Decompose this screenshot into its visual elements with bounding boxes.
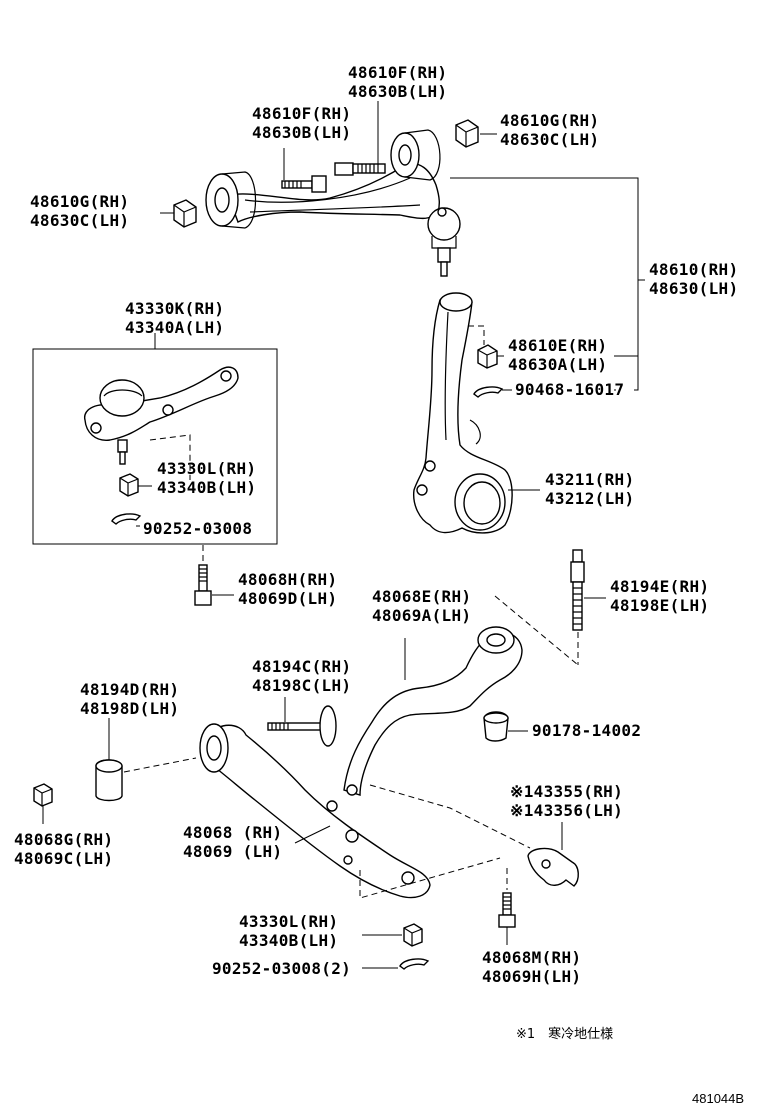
- part-number-48069H: 48069H(LH): [482, 967, 581, 986]
- label-strut-arm: 48068E(RH) 48069A(LH): [372, 587, 471, 625]
- part-number-43340A: 43340A(LH): [125, 318, 224, 337]
- upper-arm-bolt-outer[interactable]: [281, 175, 327, 193]
- label-lower-bolt-bottom: 48068M(RH) 48069H(LH): [482, 948, 581, 986]
- part-number-48198E: 48198E(LH): [610, 596, 709, 615]
- lower-control-arm[interactable]: [199, 723, 431, 899]
- part-number-48194C: 48194C(RH): [252, 657, 351, 676]
- label-upper-arm-assy: 48610(RH) 48630(LH): [649, 260, 738, 298]
- part-number-48068E: 48068E(RH): [372, 587, 471, 606]
- part-number-43330L-lower: 43330L(RH): [239, 912, 338, 931]
- part-number-90252-03008-2: 90252-03008(2): [212, 959, 351, 978]
- label-upper-arm-nut-right: 48610G(RH) 48630C(LH): [500, 111, 599, 149]
- part-number-48630C-left: 48630C(LH): [30, 211, 129, 230]
- strut-arm[interactable]: [343, 626, 523, 796]
- figure-id: 481044B: [692, 1091, 744, 1106]
- part-number-90252-03008: 90252-03008: [143, 519, 252, 538]
- label-lower-arm: 48068 (RH) 48069 (LH): [183, 823, 282, 861]
- label-bushing-washer: 48194D(RH) 48198D(LH): [80, 680, 179, 718]
- lower-ball-pin[interactable]: [399, 958, 430, 970]
- part-number-43356: ※143356(LH): [510, 801, 623, 820]
- part-number-48630B-outer: 48630B(LH): [348, 82, 447, 101]
- part-number-48069: 48069 (LH): [183, 842, 282, 861]
- lower-ball-joint[interactable]: [84, 366, 239, 465]
- upper-ball-nut[interactable]: [477, 344, 498, 369]
- ball-joint-pin[interactable]: [111, 513, 142, 525]
- label-bracket: ※143355(RH) ※143356(LH): [510, 782, 623, 820]
- part-number-90178-14002: 90178-14002: [532, 721, 641, 740]
- upper-arm-nut-right[interactable]: [455, 119, 479, 148]
- upper-arm-bolt-inner[interactable]: [334, 162, 386, 176]
- small-nut[interactable]: [33, 783, 53, 807]
- part-number-48068: 48068 (RH): [183, 823, 282, 842]
- part-number-48610G-right: 48610G(RH): [500, 111, 599, 130]
- part-number-48068G: 48068G(RH): [14, 830, 113, 849]
- ball-joint-kit-frame: [32, 348, 278, 545]
- bracket[interactable]: [527, 847, 579, 887]
- upper-control-arm[interactable]: [205, 129, 461, 277]
- part-number-90468-16017: 90468-16017: [515, 380, 624, 399]
- label-upper-ball-nut: 48610E(RH) 48630A(LH): [508, 336, 607, 374]
- part-number-48610E: 48610E(RH): [508, 336, 607, 355]
- label-upper-arm-nut-left: 48610G(RH) 48630C(LH): [30, 192, 129, 230]
- part-number-48610: 48610(RH): [649, 260, 738, 279]
- part-number-43340B-upper: 43340B(LH): [157, 478, 256, 497]
- upper-ball-pin[interactable]: [473, 386, 504, 398]
- part-number-48068H: 48068H(RH): [238, 570, 337, 589]
- lower-bolt-top[interactable]: [194, 564, 212, 606]
- part-number-48069A: 48069A(LH): [372, 606, 471, 625]
- part-number-43330K: 43330K(RH): [125, 299, 224, 318]
- lower-bolt-long[interactable]: [267, 705, 337, 747]
- label-lower-bolt-long: 48194C(RH) 48198C(LH): [252, 657, 351, 695]
- part-number-43355: ※143355(RH): [510, 782, 623, 801]
- part-number-48069C: 48069C(LH): [14, 849, 113, 868]
- part-number-48630A: 48630A(LH): [508, 355, 607, 374]
- part-number-48198C: 48198C(LH): [252, 676, 351, 695]
- part-number-48198D: 48198D(LH): [80, 699, 179, 718]
- part-number-43212: 43212(LH): [545, 489, 634, 508]
- label-lower-bolt-top: 48068H(RH) 48069D(LH): [238, 570, 337, 608]
- label-upper-arm-bolt-inner: 48610F(RH) 48630B(LH): [252, 104, 351, 142]
- ball-joint-nut[interactable]: [119, 473, 139, 497]
- label-knuckle: 43211(RH) 43212(LH): [545, 470, 634, 508]
- part-number-48069D: 48069D(LH): [238, 589, 337, 608]
- part-number-48068M: 48068M(RH): [482, 948, 581, 967]
- bushing-washer[interactable]: [95, 759, 123, 802]
- part-number-43340B-lower: 43340B(LH): [239, 931, 338, 950]
- part-number-48610F-outer: 48610F(RH): [348, 63, 447, 82]
- part-number-48630: 48630(LH): [649, 279, 738, 298]
- footnote: ※1 寒冷地仕様: [516, 1026, 613, 1042]
- label-ball-joint-nut: 43330L(RH) 43340B(LH): [157, 459, 256, 497]
- stud-bolt[interactable]: [570, 549, 585, 631]
- part-number-48194E: 48194E(RH): [610, 577, 709, 596]
- label-ball-joint-assy: 43330K(RH) 43340A(LH): [125, 299, 224, 337]
- part-number-43211: 43211(RH): [545, 470, 634, 489]
- part-number-48630C-right: 48630C(LH): [500, 130, 599, 149]
- steering-knuckle[interactable]: [413, 292, 513, 534]
- label-upper-arm-bolt-outer: 48610F(RH) 48630B(LH): [348, 63, 447, 101]
- part-number-48630B-inner: 48630B(LH): [252, 123, 351, 142]
- part-number-43330L-upper: 43330L(RH): [157, 459, 256, 478]
- label-lower-ball-nut: 43330L(RH) 43340B(LH): [239, 912, 338, 950]
- part-number-48194D: 48194D(RH): [80, 680, 179, 699]
- label-small-nut: 48068G(RH) 48069C(LH): [14, 830, 113, 868]
- lower-ball-nut[interactable]: [403, 923, 423, 947]
- upper-arm-nut-left[interactable]: [173, 199, 197, 228]
- label-stud-bolt: 48194E(RH) 48198E(LH): [610, 577, 709, 615]
- part-number-48610F-inner: 48610F(RH): [252, 104, 351, 123]
- strut-nut[interactable]: [483, 711, 509, 742]
- part-number-48610G-left: 48610G(RH): [30, 192, 129, 211]
- lower-bolt-bottom[interactable]: [498, 892, 516, 928]
